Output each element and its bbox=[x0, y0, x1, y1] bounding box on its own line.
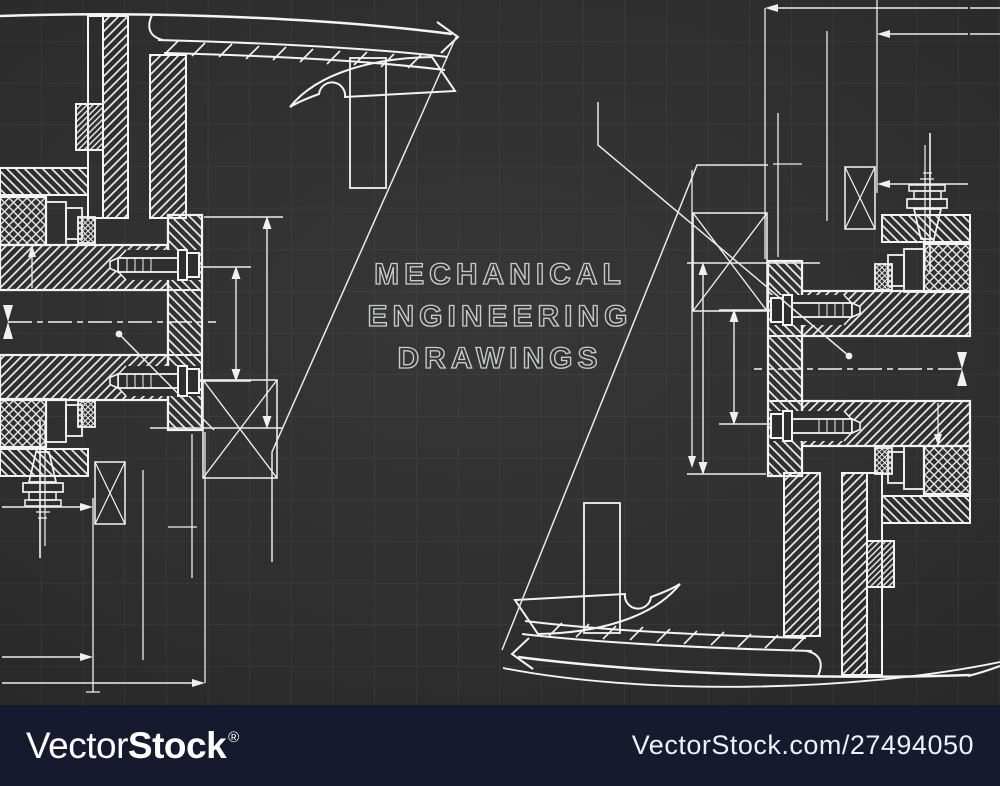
right-sheet-outline bbox=[501, 164, 1000, 688]
left-leader-line bbox=[115, 330, 215, 431]
right-extra-dimensions bbox=[688, 7, 1000, 468]
registered-trademark-icon: ® bbox=[228, 729, 239, 747]
logo-text-light: Vector bbox=[26, 724, 128, 766]
left-assembly-drawing bbox=[0, 13, 460, 694]
logo-text-bold: Stock bbox=[127, 724, 227, 766]
stock-image-url: VectorStock.com/27494050 bbox=[631, 730, 974, 760]
vectorstock-logo: VectorStock® bbox=[26, 724, 239, 767]
right-leader-line bbox=[597, 102, 853, 360]
right-assembly-drawing bbox=[501, 0, 1000, 688]
left-sheet-outline bbox=[271, 36, 457, 562]
watermark-footer-bar: VectorStock® VectorStock.com/27494050 bbox=[0, 705, 1000, 786]
